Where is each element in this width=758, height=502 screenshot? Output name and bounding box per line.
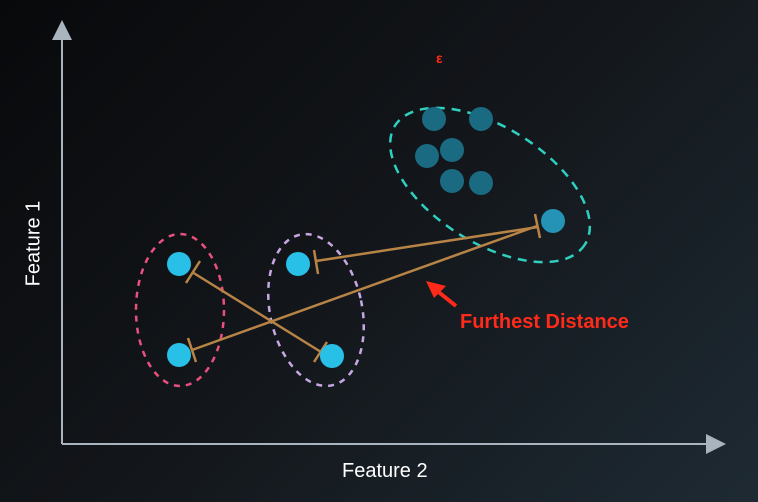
data-point — [469, 171, 493, 195]
data-point — [469, 107, 493, 131]
data-point — [167, 343, 191, 367]
cluster-outline-teal — [388, 106, 592, 264]
data-point — [440, 138, 464, 162]
light-points — [167, 252, 344, 368]
cluster-dark-points — [415, 107, 493, 195]
outlier-point — [541, 209, 565, 233]
data-point — [422, 107, 446, 131]
data-point — [320, 344, 344, 368]
data-point — [286, 252, 310, 276]
data-point — [167, 252, 191, 276]
x-axis-label: Feature 2 — [342, 460, 428, 482]
distance-line — [315, 225, 539, 263]
distance-lines — [184, 213, 542, 363]
cluster-outline-pink — [134, 232, 226, 388]
stray-mark: ε — [436, 50, 443, 66]
furthest-distance-line — [191, 224, 538, 352]
cluster-outline-purple — [266, 232, 366, 388]
distance-line — [191, 270, 322, 354]
red-arrow-icon — [426, 281, 458, 308]
y-axis-label: Feature 1 — [22, 200, 45, 287]
data-point — [440, 169, 464, 193]
furthest-distance-label: Furthest Distance — [460, 311, 629, 333]
data-point — [415, 144, 439, 168]
